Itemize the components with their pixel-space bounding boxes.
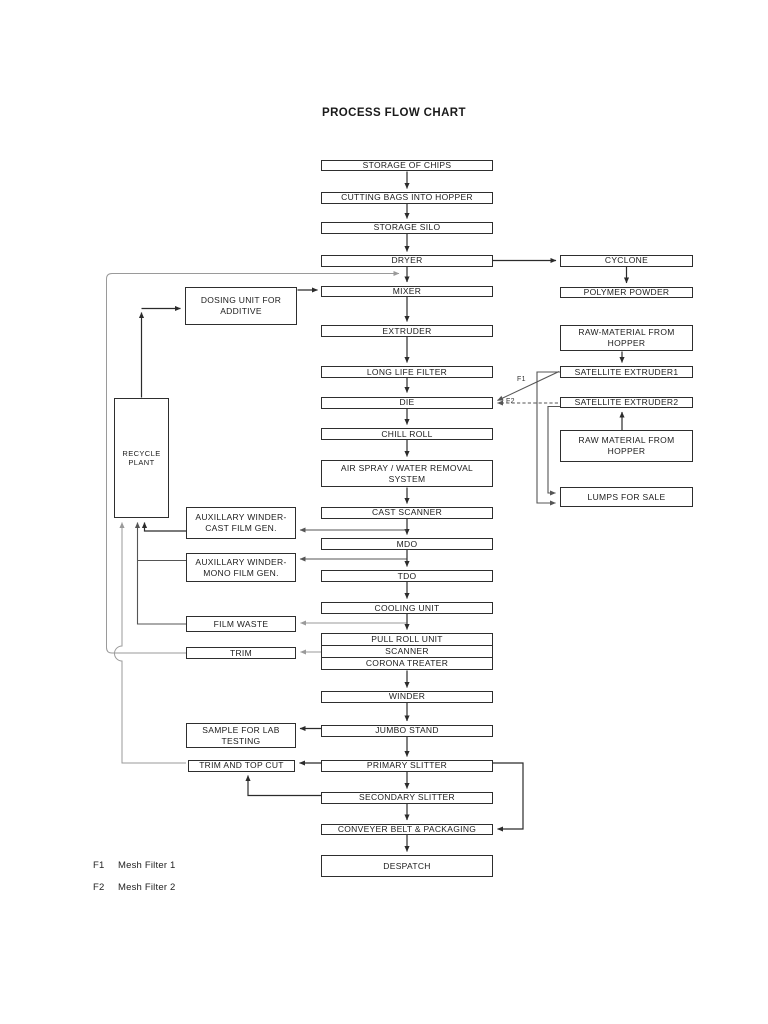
edge-label-f2: F2 <box>506 397 515 405</box>
node-polymer-powder: POLYMER POWDER <box>560 286 693 298</box>
edge-satellite1-to-lumps <box>536 371 560 506</box>
page-title: PROCESS FLOW CHART <box>322 107 466 119</box>
node-mdo: MDO <box>321 538 493 550</box>
node-chill-roll: CHILL ROLL <box>321 428 493 440</box>
node-trim: TRIM <box>186 647 296 659</box>
node-satellite-extruder1: SATELLITE EXTRUDER1 <box>560 366 693 378</box>
edge-trimtopcut-to-plant-hop <box>114 522 186 764</box>
node-extruder: EXTRUDER <box>321 325 493 337</box>
node-air-spray-water-removal: AIR SPRAY / WATER REMOVAL SYSTEM <box>321 460 493 487</box>
node-primary-slitter: PRIMARY SLITTER <box>321 760 493 772</box>
node-film-waste: FILM WASTE <box>186 616 296 632</box>
node-cooling-unit: COOLING UNIT <box>321 602 493 614</box>
legend-key-f2: F2 <box>93 882 105 893</box>
node-secondary-slitter: SECONDARY SLITTER <box>321 792 493 804</box>
node-satellite-extruder2: SATELLITE EXTRUDER2 <box>560 396 693 408</box>
node-raw-material-from-hopper-top: RAW-MATERIAL FROM HOPPER <box>560 325 693 351</box>
node-lumps-for-sale: LUMPS FOR SALE <box>560 487 693 507</box>
edge-satellite2-to-lumps <box>547 405 560 496</box>
node-dosing-unit-for-additive: DOSING UNIT FOR ADDITIVE <box>185 287 297 325</box>
node-winder: WINDER <box>321 691 493 703</box>
satellite-edges <box>497 371 560 506</box>
node-cast-scanner: CAST SCANNER <box>321 507 493 519</box>
legend-row-f1: F1 Mesh Filter 1 <box>93 860 176 871</box>
node-storage-silo: STORAGE SILO <box>321 222 493 234</box>
node-auxillary-winder-cast: AUXILLARY WINDER- CAST FILM GEN. <box>186 507 296 539</box>
legend-label-f1: Mesh Filter 1 <box>118 860 176 871</box>
legend-key-f1: F1 <box>93 860 105 871</box>
node-long-life-filter: LONG LIFE FILTER <box>321 366 493 378</box>
waste-edges <box>134 522 407 625</box>
edge-trim-to-mixer-loop <box>106 270 400 654</box>
node-mixer: MIXER <box>321 285 493 297</box>
edge-label-f1: F1 <box>517 376 526 383</box>
node-auxillary-winder-mono: AUXILLARY WINDER- MONO FILM GEN. <box>186 553 296 582</box>
right-side-edges <box>493 257 630 832</box>
node-cyclone: CYCLONE <box>560 255 693 267</box>
node-dryer: DRYER <box>321 255 493 267</box>
node-cutting-bags-into-hopper: CUTTING BAGS INTO HOPPER <box>321 192 493 204</box>
legend-row-f2: F2 Mesh Filter 2 <box>93 882 176 893</box>
node-die: DIE <box>321 396 493 409</box>
node-despatch: DESPATCH <box>321 855 493 877</box>
node-corona-treater: CORONA TREATER <box>321 657 493 670</box>
edge-f1-satellite1-to-die <box>497 371 560 401</box>
node-jumbo-stand: JUMBO STAND <box>321 724 493 737</box>
legend-label-f2: Mesh Filter 2 <box>118 882 176 893</box>
node-recycle-plant: RECYCLE PLANT <box>114 398 169 518</box>
node-raw-material-from-hopper-bottom: RAW MATERIAL FROM HOPPER <box>560 430 693 462</box>
node-storage-of-chips: STORAGE OF CHIPS <box>321 160 493 171</box>
node-tdo: TDO <box>321 570 493 582</box>
node-trim-and-top-cut: TRIM AND TOP CUT <box>188 760 295 772</box>
node-sample-for-lab-testing: SAMPLE FOR LAB TESTING <box>186 723 296 748</box>
left-side-edges <box>138 287 321 797</box>
node-conveyer-belt-packaging: CONVEYER BELT & PACKAGING <box>321 823 493 835</box>
recycle-loop-edges <box>106 270 407 764</box>
